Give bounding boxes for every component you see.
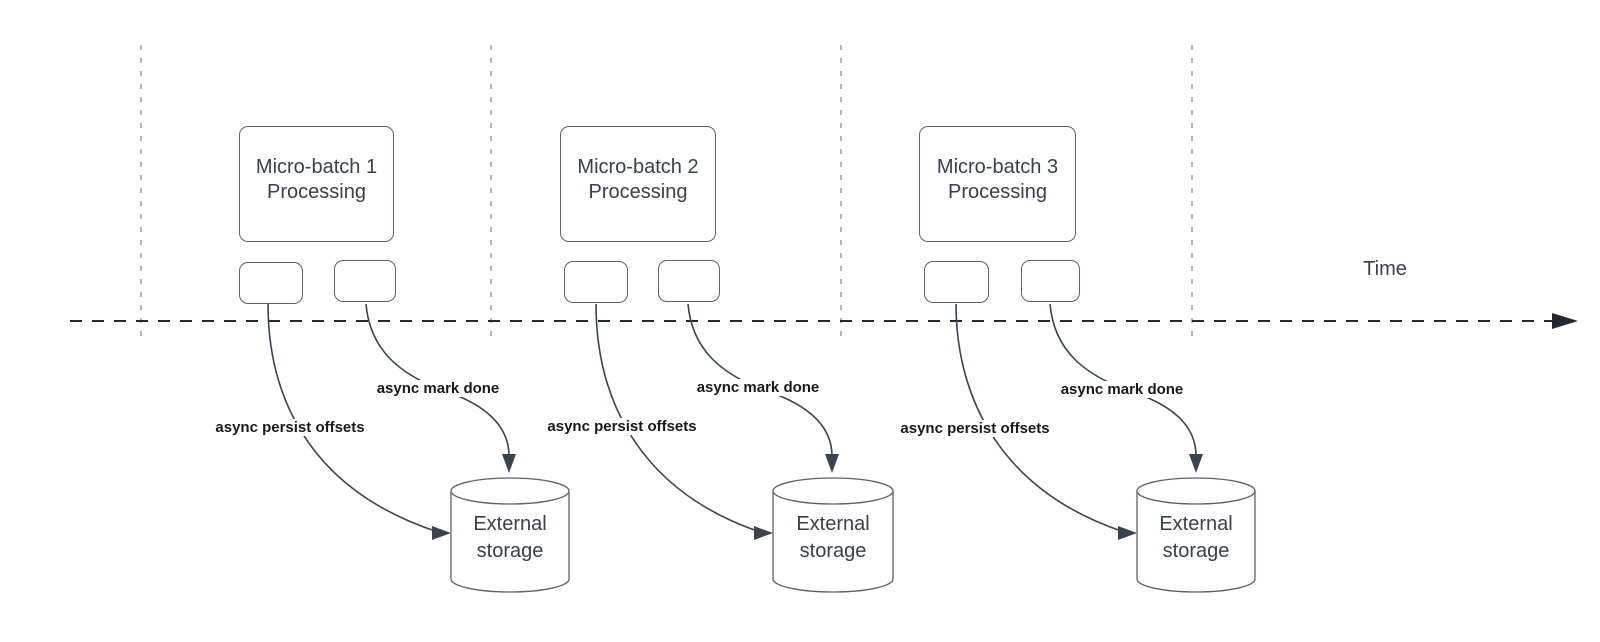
processing-box-3-label-line2: Processing bbox=[948, 181, 1047, 203]
processing-box-3: Micro-batch 3 Processing bbox=[919, 126, 1076, 242]
mark-done-arrowhead-2-icon bbox=[825, 454, 839, 473]
external-storage-label-3: External storage bbox=[1159, 513, 1233, 562]
processing-box-2: Micro-batch 2 Processing bbox=[560, 126, 716, 242]
mark-done-label-2: async mark done bbox=[693, 379, 823, 396]
external-storage-label-2: External storage bbox=[796, 513, 870, 562]
mark-done-arrowhead-1-icon bbox=[502, 454, 516, 473]
persist-offsets-arrowhead-3-icon bbox=[1118, 526, 1137, 540]
persist-offsets-label-1: async persist offsets bbox=[212, 419, 368, 436]
mark-done-label-3: async mark done bbox=[1057, 381, 1187, 398]
mark-done-node-2 bbox=[658, 260, 720, 302]
external-storage-cylinder-1 bbox=[450, 477, 570, 593]
persist-offsets-node-2 bbox=[564, 261, 628, 303]
persist-offsets-arrowhead-1-icon bbox=[432, 526, 451, 540]
persist-offsets-label-3: async persist offsets bbox=[897, 420, 1053, 437]
external-storage-label-1: External storage bbox=[473, 513, 547, 562]
persist-offsets-arrow-1 bbox=[267, 303, 439, 533]
processing-box-2-label-line1: Micro-batch 2 bbox=[577, 156, 699, 178]
processing-box-1-label-line1: Micro-batch 1 bbox=[255, 156, 378, 178]
processing-box-1: Micro-batch 1 Processing bbox=[239, 126, 394, 242]
external-storage-cylinder-2 bbox=[772, 477, 894, 593]
mark-done-arrowhead-3-icon bbox=[1189, 454, 1203, 473]
persist-offsets-arrowhead-2-icon bbox=[754, 526, 773, 540]
processing-box-3-label-line1: Micro-batch 3 bbox=[936, 156, 1059, 178]
processing-box-1-label-line2: Processing bbox=[267, 181, 366, 203]
mark-done-arrow-3 bbox=[1049, 303, 1197, 457]
time-axis-label: Time bbox=[1363, 258, 1407, 280]
mark-done-label-1: async mark done bbox=[373, 380, 503, 397]
mark-done-node-1 bbox=[334, 260, 396, 302]
persist-offsets-arrow-3 bbox=[955, 303, 1125, 533]
external-storage-cylinder-3 bbox=[1136, 477, 1256, 593]
persist-offsets-node-3 bbox=[924, 261, 989, 303]
processing-box-2-label-line2: Processing bbox=[588, 181, 688, 203]
time-axis-arrowhead-icon bbox=[1552, 313, 1578, 329]
persist-offsets-node-1 bbox=[239, 262, 303, 304]
persist-offsets-label-2: async persist offsets bbox=[544, 418, 700, 435]
mark-done-node-3 bbox=[1021, 260, 1080, 302]
